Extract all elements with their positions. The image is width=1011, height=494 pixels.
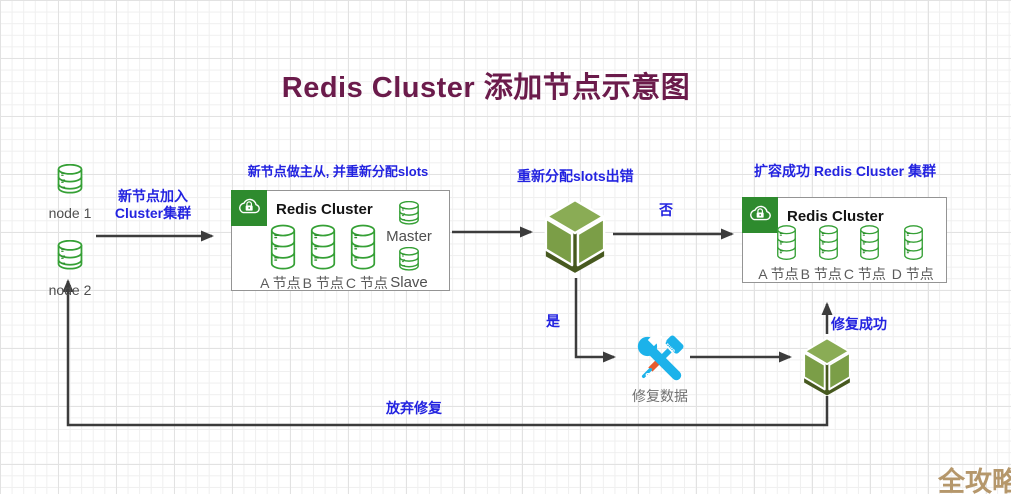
arrow-yes-branch bbox=[574, 278, 616, 363]
cluster2-node-a: A 节点 bbox=[758, 266, 799, 282]
watermark: 全攻略 bbox=[938, 467, 1011, 494]
cluster1-node-a: A 节点 bbox=[260, 275, 301, 291]
join-cluster-label-line1: 新节点加入 bbox=[118, 188, 188, 204]
node2-label: node 2 bbox=[48, 282, 92, 298]
arrow-abandon-repair bbox=[62, 279, 829, 427]
slots-error-label: 重新分配slots出错 bbox=[517, 168, 634, 184]
database-icon bbox=[816, 225, 841, 260]
wrench-screwdriver-icon: Azure SDK bbox=[633, 331, 687, 386]
cluster1-node-b: B 节点 bbox=[302, 275, 344, 291]
sdk-text: SDK bbox=[645, 371, 665, 382]
master-label: Master bbox=[386, 228, 432, 245]
page-title: Redis Cluster 添加节点示意图 bbox=[281, 72, 691, 104]
cluster1-title: Redis Cluster bbox=[276, 201, 373, 218]
database-icon bbox=[857, 225, 882, 260]
cloud-lock-icon bbox=[230, 189, 267, 226]
abandon-repair-label: 放弃修复 bbox=[386, 400, 442, 416]
cluster2-node-c: C 节点 bbox=[843, 266, 886, 282]
database-icon bbox=[398, 247, 420, 271]
database-icon bbox=[398, 201, 420, 225]
database-icon bbox=[270, 224, 296, 270]
no-label: 否 bbox=[659, 202, 673, 218]
reassign-slots-label: 新节点做主从, 并重新分配slots bbox=[247, 164, 429, 179]
yes-label: 是 bbox=[546, 313, 560, 329]
cube-3d-icon bbox=[542, 197, 608, 275]
database-icon bbox=[310, 224, 336, 270]
repair-success-label: 修复成功 bbox=[831, 316, 887, 332]
cloud-lock-icon bbox=[741, 196, 778, 233]
join-cluster-label-line2: Cluster集群 bbox=[114, 205, 192, 221]
slave-label: Slave bbox=[390, 274, 428, 291]
node1-label: node 1 bbox=[48, 205, 92, 221]
cluster2-title: Redis Cluster bbox=[787, 208, 884, 225]
database-icon bbox=[56, 240, 84, 270]
cluster2-node-d: D 节点 bbox=[891, 266, 934, 282]
database-icon bbox=[56, 164, 84, 194]
join-cluster-label: 新节点加入 Cluster集群 bbox=[106, 188, 200, 222]
expand-success-label: 扩容成功 Redis Cluster 集群 bbox=[753, 163, 937, 179]
database-icon bbox=[774, 225, 799, 260]
database-icon bbox=[901, 225, 926, 260]
database-icon bbox=[350, 224, 376, 270]
cluster2-node-b: B 节点 bbox=[800, 266, 842, 282]
cube-3d-icon bbox=[801, 336, 853, 397]
repair-data-label: 修复数据 bbox=[632, 388, 688, 404]
cluster1-node-c: C 节点 bbox=[345, 275, 388, 291]
